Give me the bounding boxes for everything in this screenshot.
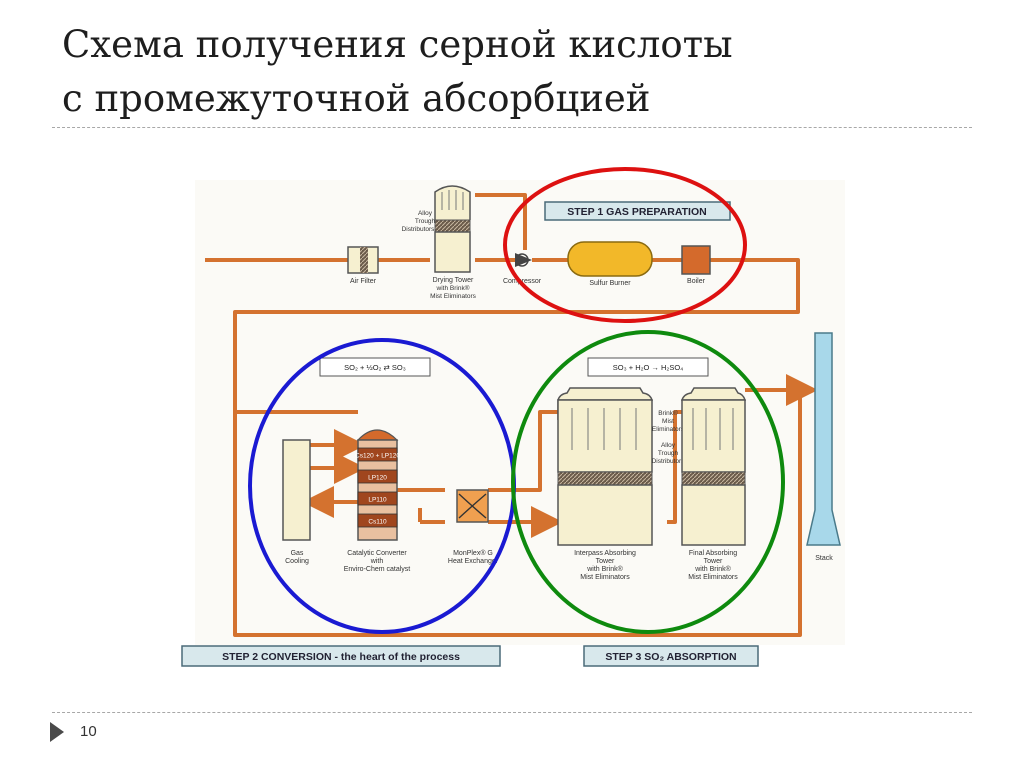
- catalyst-bed-label: LP110: [368, 497, 387, 504]
- boiler-label: Boiler: [687, 278, 706, 285]
- heat-exchanger-label-2: Heat Exchanger: [448, 558, 499, 565]
- air-filter-label: Air Filter: [350, 278, 377, 285]
- sulfur-burner-label: Sulfur Burner: [589, 280, 631, 287]
- interpass-label-2: Tower: [596, 558, 615, 565]
- step3-highlight-ring: [511, 330, 785, 634]
- sulfur-burner: [567, 241, 653, 277]
- catalyst-bed: LP120: [357, 469, 398, 484]
- footer-divider: [52, 712, 972, 713]
- brink-mist-label-2: Mist: [662, 418, 674, 425]
- title-line-2: с промежуточной абсорбцией: [62, 77, 651, 120]
- step1-title: STEP 1 GAS PREPARATION: [567, 206, 706, 218]
- gas-cooling-label-2: Cooling: [285, 558, 309, 565]
- catalyst-bed-label: Cs120 + LP120: [355, 453, 400, 460]
- drying-alloy-line-2: Trough: [415, 218, 436, 225]
- catalyst-bed: Cs120 + LP120: [355, 447, 400, 462]
- final-absorbing-tower: [680, 387, 747, 546]
- drying-tower-label-2: with Brink®: [436, 284, 470, 292]
- boiler: [681, 245, 711, 275]
- drying-tower-label-3: Mist Eliminators: [430, 293, 477, 300]
- drying-alloy-line-1: Alloy: [418, 210, 433, 217]
- absorb-alloy-line-2: Trough: [658, 450, 679, 457]
- catalyst-bed-label: Cs110: [368, 519, 387, 526]
- gas-cooling-unit: [282, 439, 311, 541]
- pipe-boiler-to-converter: [233, 258, 800, 414]
- gas-cooling-label-1: Gas: [291, 550, 304, 557]
- catalyst-bed: LP110: [357, 491, 398, 506]
- interpass-label-3: with Brink®: [586, 565, 623, 573]
- catalyst-bed: Cs110: [357, 513, 398, 528]
- heat-exchanger-icon: [456, 489, 489, 523]
- converter-label-1: Catalytic Converter: [347, 550, 407, 557]
- step1-highlight-ring: [503, 167, 747, 323]
- absorb-alloy-line-3: Distributors: [652, 458, 686, 465]
- equation-absorption-box: SO₃ + H₂O → H₂SO₄: [587, 357, 709, 377]
- drying-tower: [434, 185, 471, 273]
- step3-title: STEP 3 SO₂ ABSORPTION: [605, 651, 736, 663]
- brink-mist-label-1: Brink®: [658, 409, 678, 417]
- compressor-icon: [515, 253, 532, 267]
- stack-label: Stack: [815, 555, 833, 562]
- pipe-return-loop: [233, 390, 802, 637]
- triangle-bullet-icon: [50, 722, 64, 742]
- step2-title: STEP 2 CONVERSION - the heart of the pro…: [222, 651, 460, 663]
- pipe-interpass-to-final: [667, 410, 682, 524]
- process-diagram-svg: Air Filter Alloy Trough Distributors Dry…: [181, 167, 845, 667]
- final-label-4: Mist Eliminators: [688, 574, 738, 581]
- air-filter: [347, 246, 379, 274]
- interpass-label-4: Mist Eliminators: [580, 574, 630, 581]
- pipe-dryer-top: [475, 193, 527, 250]
- heat-exchanger-label-1: MonPlex® G: [453, 549, 493, 557]
- converter-label-2: with: [370, 558, 384, 565]
- interpass-absorbing-tower: [557, 387, 654, 546]
- equation-conversion: SO₂ + ½O₂ ⇄ SO₃: [344, 363, 406, 372]
- step2-title-box: STEP 2 CONVERSION - the heart of the pro…: [181, 645, 501, 667]
- stack: [806, 332, 841, 546]
- drying-tower-label-1: Drying Tower: [433, 277, 474, 284]
- step1-title-box: STEP 1 GAS PREPARATION: [544, 201, 731, 221]
- process-diagram: Air Filter Alloy Trough Distributors Dry…: [170, 150, 870, 680]
- drying-alloy-line-3: Distributors: [402, 226, 436, 233]
- catalyst-bed-label: LP120: [368, 475, 387, 482]
- brink-mist-label-3: Eliminators: [652, 426, 685, 433]
- equation-absorption: SO₃ + H₂O → H₂SO₄: [613, 363, 684, 372]
- slide-title: Схема получения серной кислоты с промежу…: [62, 18, 962, 126]
- title-line-1: Схема получения серной кислоты: [62, 23, 733, 66]
- absorb-alloy-line-1: Alloy: [661, 442, 676, 449]
- interpass-label-1: Interpass Absorbing: [574, 550, 636, 557]
- step3-title-box: STEP 3 SO₂ ABSORPTION: [583, 645, 759, 667]
- title-divider: [52, 127, 972, 128]
- equation-conversion-box: SO₂ + ½O₂ ⇄ SO₃: [319, 357, 431, 377]
- final-label-3: with Brink®: [694, 565, 731, 573]
- final-label-2: Tower: [704, 558, 723, 565]
- final-label-1: Final Absorbing: [689, 550, 737, 557]
- converter-label-3: Enviro-Chem catalyst: [344, 566, 411, 573]
- page-number: 10: [80, 723, 97, 740]
